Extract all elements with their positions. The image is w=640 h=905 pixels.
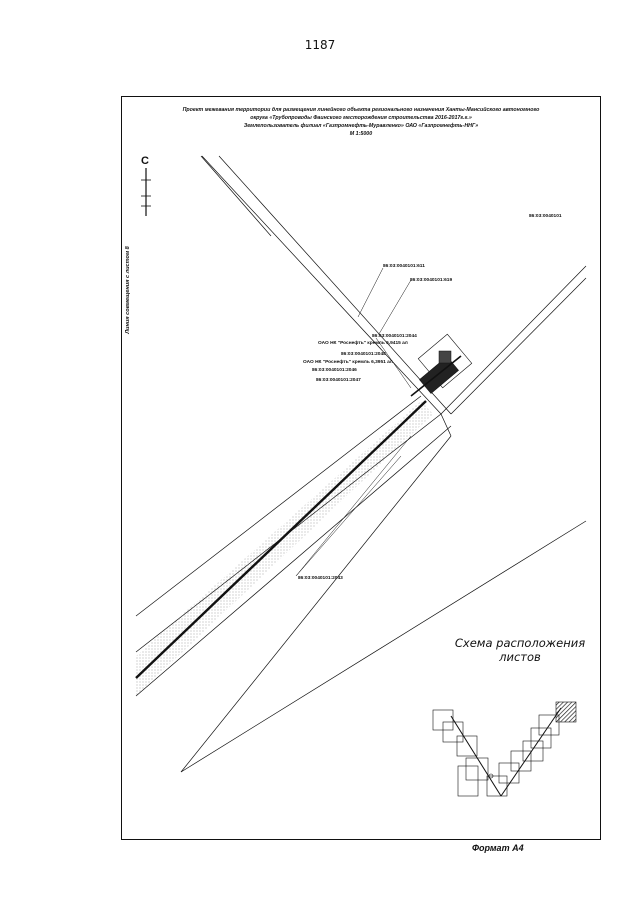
parcel-label-top-right: 86:03:0040101 [529, 214, 562, 219]
sheet-layout-scheme [432, 701, 577, 797]
facility-cluster [410, 333, 473, 397]
corridor-shading [136, 401, 433, 696]
parcel-label-1: 86:03:0040101:611 [383, 264, 425, 269]
map-sheet-frame: Проект межевания территории для размещен… [121, 96, 601, 840]
sheet-scheme-title: Схема расположения листов [440, 636, 600, 664]
map-drawing [135, 155, 587, 797]
map-title-line-2: округа «Трубопроводы Фаинского месторожд… [250, 115, 472, 121]
parcel-label-6: ОАО НК "Роснефть" кремль 6,3951 ал [303, 360, 393, 365]
pipeline-axis [135, 400, 427, 679]
sheet-match-line-label: Линия совмещения с листом 8 [125, 246, 131, 334]
parcel-label-2: 86:03:0040101:619 [410, 278, 453, 283]
parcel-label-3: 86:03:0040101:2044 [372, 334, 417, 339]
parcel-label-7: 86:03:0040101:2046 [312, 368, 357, 373]
parcel-label-8: 86:03:0040101:2047 [316, 378, 361, 383]
corridor-lines [135, 155, 587, 773]
map-scale: М 1:5000 [349, 131, 373, 137]
north-arrow-icon [141, 168, 151, 216]
format-label: Формат А4 [472, 843, 524, 853]
label-leaders [295, 267, 412, 577]
sheet-scheme-title-line-1: Схема расположения [454, 636, 586, 650]
sheet-scheme-title-line-2: листов [499, 650, 541, 664]
parcel-label-4: ОАО НК "Роснефть" кремль 6,9415 ал [318, 341, 408, 346]
map-title-line-3: Землепользователь филиал «Газпромнефть-М… [243, 123, 479, 129]
north-letter: С [141, 155, 149, 167]
parcel-label-9: 86:03:0040101:2043 [298, 576, 343, 581]
page-number: 1187 [304, 38, 336, 52]
parcel-label-5: 86:03:0040101:2048 [341, 352, 386, 357]
map-title-line-1: Проект межевания территории для размещен… [182, 107, 540, 113]
